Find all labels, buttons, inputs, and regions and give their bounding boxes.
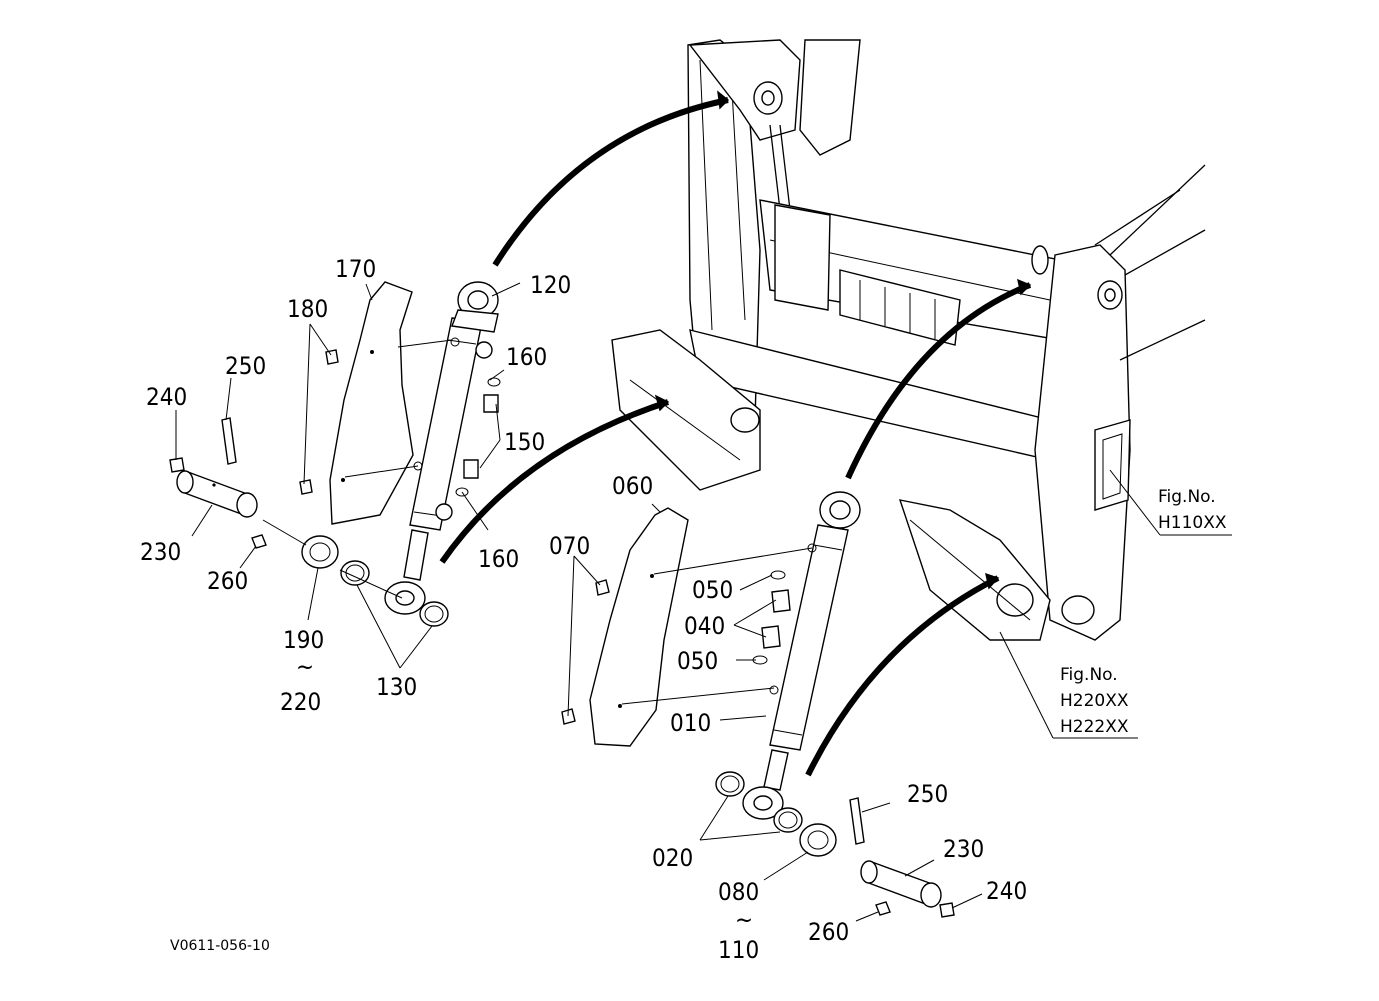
label-160-upper: 160 [506,343,547,371]
label-020: 020 [652,844,693,872]
label-080: 080 [718,878,759,906]
label-050-upper: 050 [692,576,733,604]
loader-frame [611,39,1206,641]
fig-ref-2-title: Fig.No. [1060,665,1118,685]
fig-ref-2-code-2: H222XX [1060,717,1129,737]
label-230-left: 230 [140,538,181,566]
fig-ref-1-code: H110XX [1158,513,1227,533]
assembly-arrows [439,90,1032,777]
label-180: 180 [287,295,328,323]
label-120: 120 [530,271,571,299]
tilde-right: ~ [735,906,753,934]
part-labels: 170 180 120 160 150 160 250 240 230 260 … [140,255,1027,964]
label-220: 220 [280,688,321,716]
left-cylinder-assembly [169,281,501,627]
label-050-lower: 050 [677,647,718,675]
label-130: 130 [376,673,417,701]
label-070: 070 [549,532,590,560]
tilde-left: ~ [296,653,314,681]
label-150: 150 [504,428,545,456]
label-170: 170 [335,255,376,283]
label-110: 110 [718,936,759,964]
right-cylinder-assembly [561,491,955,918]
label-260-right: 260 [808,918,849,946]
cylinder-tube-left [409,317,483,531]
label-060: 060 [612,472,653,500]
label-160-lower: 160 [478,545,519,573]
figure-references: Fig.No. H110XX Fig.No. H220XX H222XX [1060,487,1227,737]
label-240-left: 240 [146,383,187,411]
label-190: 190 [283,626,324,654]
label-260-left: 260 [207,567,248,595]
leader-lines [175,282,1232,922]
cylinder-tube-right [769,524,849,751]
label-250-right: 250 [907,780,948,808]
label-230-right: 230 [943,835,984,863]
cylinder-cover-left [329,281,414,525]
label-040: 040 [684,612,725,640]
fig-ref-1-title: Fig.No. [1158,487,1216,507]
label-240-right: 240 [986,877,1027,905]
label-010: 010 [670,709,711,737]
cylinder-cover-right [589,507,689,747]
fig-ref-2-code-1: H220XX [1060,691,1129,711]
drawing-code: V0611-056-10 [170,938,270,954]
label-250-left: 250 [225,352,266,380]
